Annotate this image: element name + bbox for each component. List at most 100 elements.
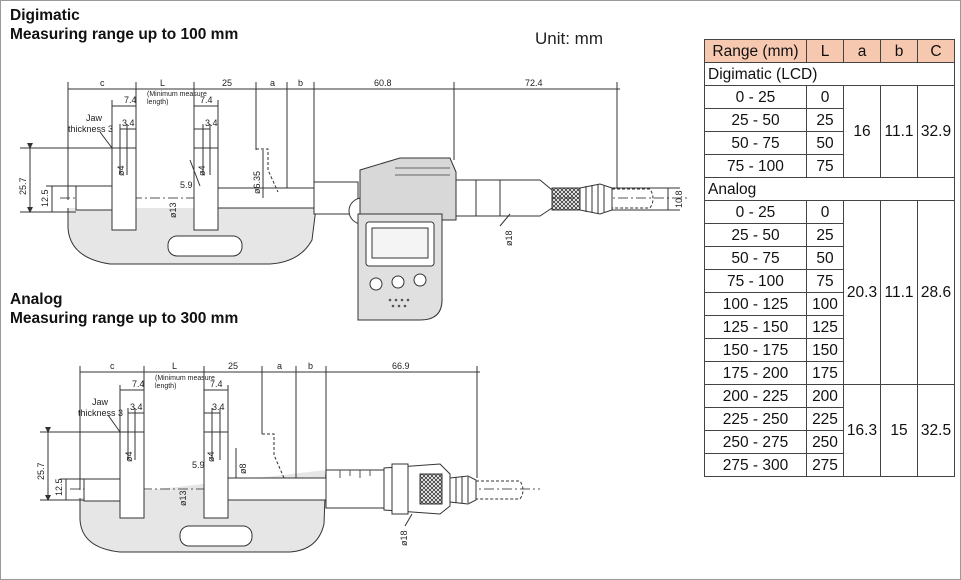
cell-L: 200: [806, 384, 844, 408]
cell-range: 150 - 175: [704, 338, 807, 362]
dim-d18: ø18: [504, 230, 514, 246]
cell-L: 75: [806, 269, 844, 293]
dim-5-9: 5.9: [180, 180, 193, 190]
analog-dim-c: c: [110, 361, 115, 371]
analog-dim-d4-left: ø4: [124, 451, 134, 462]
table-row: 200 - 225 200 16.3 15 32.5: [704, 384, 955, 477]
dim-c: c: [100, 78, 105, 88]
cell-L: 75: [806, 154, 844, 178]
table-header-row: Range (mm) L a b C: [704, 39, 955, 63]
cell-range: 125 - 150: [704, 315, 807, 339]
cell-L: 0: [806, 85, 844, 109]
cell-a-merged: 20.3: [843, 200, 881, 385]
cell-L: 150: [806, 338, 844, 362]
dim-12-5: 12.5: [40, 189, 50, 207]
dim-7-4-left: 7.4: [124, 95, 137, 105]
header-L: L: [806, 39, 844, 63]
header-C: C: [917, 39, 955, 63]
jaw-thickness-label: thickness 3: [68, 124, 113, 134]
cell-range: 75 - 100: [704, 269, 807, 293]
table-row: 150 - 175 150: [704, 338, 955, 362]
cell-C-merged: 28.6: [917, 200, 955, 385]
analog-drawing: [40, 366, 540, 553]
cell-L: 0: [806, 200, 844, 224]
analog-dim-5-9: 5.9: [192, 460, 205, 470]
analog-dim-3-4-left: 3.4: [130, 402, 143, 412]
dim-b: b: [298, 78, 303, 88]
min-measure-label-2: length): [147, 99, 168, 106]
analog-jaw-thickness-label: thickness 3: [78, 408, 123, 418]
cell-a-merged: 16: [843, 85, 881, 178]
analog-dim-7-4-left: 7.4: [132, 379, 145, 389]
table-row: 75 - 100 75: [704, 269, 955, 293]
digimatic-title-line1: Digimatic: [10, 7, 80, 24]
group-digimatic: Digimatic (LCD): [704, 62, 955, 86]
jaw-label: Jaw: [86, 113, 103, 123]
table-row: 100 - 125 100: [704, 292, 955, 316]
cell-L: 175: [806, 361, 844, 385]
dim-72-4: 72.4: [525, 78, 543, 88]
table-row: 0 - 25 0 20.3 11.1 28.6: [704, 200, 955, 385]
analog-title-line2: Measuring range up to 300 mm: [10, 310, 239, 327]
dim-d4-right: ø4: [197, 165, 207, 176]
table-row: 125 - 150 125: [704, 315, 955, 339]
dim-3-4-right: 3.4: [205, 118, 218, 128]
min-measure-label: (Minimum measure: [147, 91, 207, 98]
dim-d4-left: ø4: [116, 165, 126, 176]
header-b: b: [880, 39, 918, 63]
cell-L: 25: [806, 108, 844, 132]
unit-label: Unit: mm: [535, 29, 603, 48]
analog-dim-d4-right: ø4: [206, 451, 216, 462]
cell-range: 225 - 250: [704, 407, 807, 431]
analog-dim-d13: ø13: [178, 490, 188, 506]
cell-range: 175 - 200: [704, 361, 807, 385]
header-a: a: [843, 39, 881, 63]
cell-range: 50 - 75: [704, 246, 807, 270]
dim-7-4-right: 7.4: [200, 95, 213, 105]
analog-dim-L: L: [172, 361, 177, 371]
analog-min-measure-label-2: length): [155, 383, 176, 390]
cell-L: 100: [806, 292, 844, 316]
table-row: 250 - 275 250: [704, 430, 955, 454]
group-analog: Analog: [704, 177, 955, 201]
header-range: Range (mm): [704, 39, 807, 63]
analog-title-line1: Analog: [10, 291, 63, 308]
cell-range: 75 - 100: [704, 154, 807, 178]
table-group-row: Analog: [704, 177, 955, 201]
dim-25-7: 25.7: [18, 177, 28, 195]
dim-60-8: 60.8: [374, 78, 392, 88]
cell-range: 0 - 25: [704, 85, 807, 109]
cell-b-merged: 15: [880, 384, 918, 477]
table-row: 25 - 50 25: [704, 223, 955, 247]
cell-b-merged: 11.1: [880, 85, 918, 178]
analog-dim-3-4-right: 3.4: [212, 402, 225, 412]
analog-dim-25: 25: [228, 361, 238, 371]
cell-a-merged: 16.3: [843, 384, 881, 477]
cell-range: 250 - 275: [704, 430, 807, 454]
analog-title: Analog Measuring range up to 300 mm: [10, 290, 238, 328]
analog-dim-12-5: 12.5: [54, 478, 64, 496]
analog-dim-d8: ø8: [238, 463, 248, 474]
analog-dim-66-9: 66.9: [392, 361, 410, 371]
digimatic-title-line2: Measuring range up to 100 mm: [10, 26, 239, 43]
table-row: 25 - 50 25: [704, 108, 955, 132]
cell-range: 25 - 50: [704, 108, 807, 132]
dim-d13: ø13: [168, 202, 178, 218]
analog-dim-25-7: 25.7: [36, 462, 46, 480]
table-row: 0 - 25 0 16 11.1 32.9: [704, 85, 955, 178]
analog-min-measure-label: (Minimum measure: [155, 375, 215, 382]
cell-b-merged: 11.1: [880, 200, 918, 385]
digimatic-drawing: [20, 82, 690, 321]
analog-jaw-label: Jaw: [92, 397, 109, 407]
cell-range: 275 - 300: [704, 453, 807, 477]
cell-L: 25: [806, 223, 844, 247]
spec-table: Range (mm) L a b C Digimatic (LCD) 0 - 2…: [704, 39, 955, 477]
cell-C-merged: 32.5: [917, 384, 955, 477]
analog-dim-7-4-right: 7.4: [210, 379, 223, 389]
dim-a: a: [270, 78, 275, 88]
cell-L: 125: [806, 315, 844, 339]
analog-dim-d18: ø18: [399, 530, 409, 546]
dim-25: 25: [222, 78, 232, 88]
micrometer-drawings: c L 25 a b 60.8 72.4 7.4 7.4 (Minimum me…: [18, 78, 690, 553]
cell-range: 25 - 50: [704, 223, 807, 247]
